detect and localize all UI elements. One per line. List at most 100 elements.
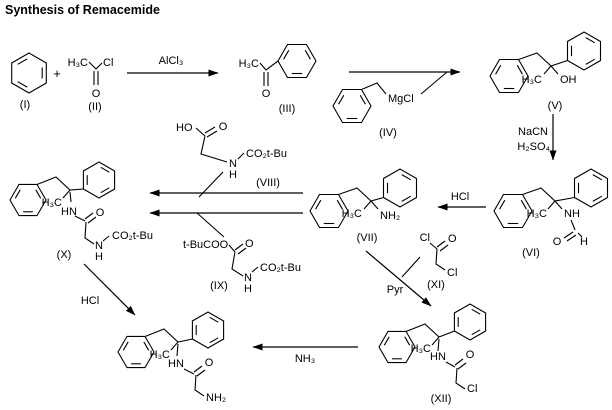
compound-label-x: (X) <box>57 249 72 261</box>
bonds <box>518 52 568 75</box>
reaction-step-3: NaCN H₂SO₄ <box>517 114 557 161</box>
atom-cl2: Cl <box>447 267 457 279</box>
benzene-ring <box>382 168 418 208</box>
reaction-step-6: Pyr <box>365 250 432 307</box>
compound-vi: H₃C NH O H (VI) <box>493 168 609 259</box>
bonds <box>195 126 245 163</box>
bonds <box>144 328 206 397</box>
atom-o: O <box>205 357 214 369</box>
atom-h3c: H₃C <box>411 343 431 355</box>
benzene-ring <box>332 88 372 124</box>
reagent-connector-xi <box>401 256 421 278</box>
compound-label-iv: (IV) <box>379 127 397 139</box>
reagent-h2so4: H₂SO₄ <box>517 141 550 153</box>
atom-ho: HO <box>176 122 193 134</box>
reaction-step-1: AlCl₃ <box>127 55 219 77</box>
atom-h3c: H₃C <box>239 58 259 70</box>
atom-cl: Cl <box>467 383 477 395</box>
compound-xi: Cl O Cl (XI) <box>420 232 458 291</box>
atom-h3c: H₃C <box>42 197 62 209</box>
atom-h: H <box>95 251 103 263</box>
bonds <box>338 187 384 210</box>
compound-ix: t-BuCOO O N H CO₂t-Bu (IX) <box>183 238 301 295</box>
atom-h: H <box>580 236 588 248</box>
arrow-step5 <box>83 263 136 316</box>
atom-h3c: H₃C <box>342 208 362 220</box>
compound-v: H₃C OH (V) <box>489 31 602 112</box>
benzene-ring <box>11 52 47 94</box>
atom-n: N <box>229 158 237 170</box>
arrow-step6 <box>365 250 432 307</box>
benzene-ring <box>453 303 487 341</box>
atom-hn: HN <box>61 206 77 218</box>
atom-cl1: Cl <box>420 232 430 244</box>
compound-viii: HO O N H CO₂t-Bu (VIII) <box>176 121 287 189</box>
compound-label-xii: (XII) <box>431 393 452 405</box>
benzene-ring <box>573 168 609 208</box>
compound-xii: H₃C HN O Cl (XII) <box>378 303 487 405</box>
compound-label-iii: (III) <box>279 103 296 115</box>
atom-co2tbu: CO₂t-Bu <box>112 230 153 242</box>
compound-i: (I) <box>11 52 47 111</box>
reaction-step-2 <box>349 68 461 95</box>
bonds <box>522 187 583 242</box>
atom-hn: HN <box>430 351 446 363</box>
atom-h3c: H₃C <box>527 208 547 220</box>
bonds <box>361 82 387 95</box>
benzene-ring <box>82 161 116 199</box>
atom-o: O <box>448 233 457 245</box>
reagent-nh3: NH₃ <box>295 353 315 365</box>
reagent-alcl3: AlCl₃ <box>159 55 184 67</box>
compound-label-i: (I) <box>20 99 30 111</box>
atom-nh2: NH₂ <box>380 210 400 222</box>
atom-o: O <box>92 88 101 100</box>
reagent-nacn: NaCN <box>518 126 548 138</box>
benzene-ring <box>566 31 602 71</box>
reaction-step-4: HCl <box>437 191 486 211</box>
compound-x: H₃C HN O N H CO₂t-Bu (X) <box>9 161 153 263</box>
compound-label-viii: (VIII) <box>256 177 280 189</box>
atom-oh: OH <box>560 74 577 86</box>
compound-ii: H₃C Cl O (II) <box>68 57 114 113</box>
atom-co2tbu: CO₂t-Bu <box>260 262 301 274</box>
atom-h: H <box>229 169 237 181</box>
compound-label-vi: (VI) <box>522 247 540 259</box>
atom-n: N <box>244 272 252 284</box>
atom-o: O <box>245 238 254 250</box>
compound-vii: H₃C NH₂ (VII) <box>309 168 418 244</box>
reagent-hcl: HCl <box>451 191 469 203</box>
benzene-ring <box>191 311 225 349</box>
bonds <box>259 60 279 86</box>
compound-label-v: (V) <box>548 100 563 112</box>
atom-o: O <box>466 349 475 361</box>
reaction-coupling-arrows <box>149 171 303 238</box>
bonds <box>228 243 259 277</box>
compound-label-ix: (IX) <box>210 280 228 292</box>
reagent-pyr: Pyr <box>387 284 404 296</box>
benzene-ring <box>378 330 416 364</box>
benzene-ring <box>277 43 317 79</box>
atom-nh2: NH₂ <box>206 392 226 404</box>
atom-co2tbu: CO₂t-Bu <box>246 148 287 160</box>
reaction-step-7: NH₃ <box>252 343 358 365</box>
benzene-ring <box>9 183 47 217</box>
plus-sign: + <box>53 66 61 81</box>
compound-label-vii: (VII) <box>357 232 378 244</box>
bonds <box>36 176 110 245</box>
compound-final: H₃C HN O NH₂ <box>117 311 226 404</box>
atom-cl: Cl <box>103 57 113 69</box>
atom-tbucoo: t-BuCOO <box>183 239 229 251</box>
atom-o: O <box>219 121 228 133</box>
compound-iv: MgCl (IV) <box>332 82 414 139</box>
atom-h3c: H₃C <box>522 74 542 86</box>
scheme-title: Synthesis of Remacemide <box>5 3 160 17</box>
atom-nh: NH <box>564 208 580 220</box>
reagent-connector-ix <box>196 212 225 238</box>
compound-iii: H₃C O (III) <box>239 43 317 115</box>
reagent-connector <box>420 71 448 95</box>
reaction-step-5: HCl <box>81 263 136 316</box>
atom-o: O <box>553 236 562 248</box>
reagent-hcl-2: HCl <box>81 295 99 307</box>
